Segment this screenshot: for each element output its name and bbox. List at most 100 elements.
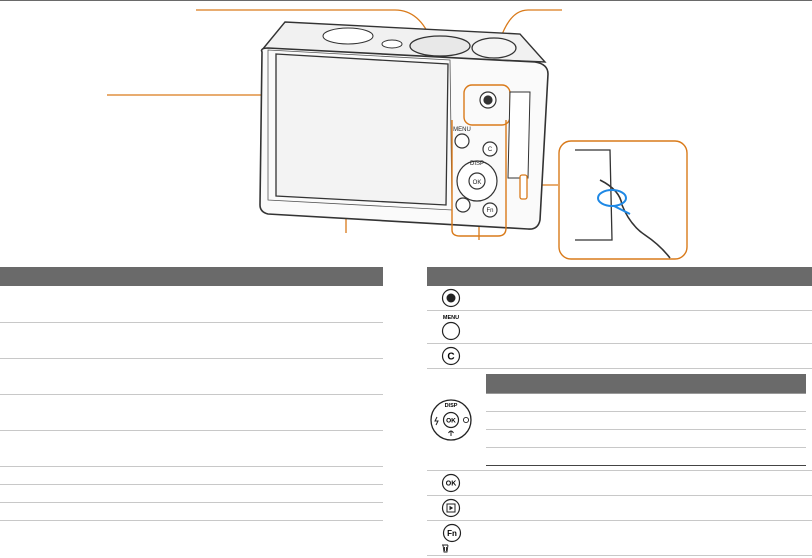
svg-text:Fn: Fn xyxy=(447,529,457,538)
cell xyxy=(0,358,57,395)
table-row: DISP OK xyxy=(427,368,812,471)
table-row xyxy=(0,502,383,521)
cell xyxy=(474,310,812,344)
inner-header-2 xyxy=(532,374,714,394)
record-dot xyxy=(483,95,493,105)
cell xyxy=(474,343,812,369)
table-row: OK xyxy=(427,470,812,496)
cell xyxy=(0,502,57,521)
cell xyxy=(486,429,532,448)
strap-eyelet xyxy=(519,174,528,200)
cell xyxy=(532,447,714,466)
inner-row xyxy=(486,429,806,448)
inner-header-1 xyxy=(486,374,532,394)
cell xyxy=(714,393,806,412)
strap-inset xyxy=(558,140,688,260)
table-row xyxy=(0,322,383,359)
table-row: C xyxy=(427,343,812,369)
menu-text: MENU xyxy=(453,127,471,133)
camera-illustration: MENU DISP OK C Fn xyxy=(107,9,688,260)
cell xyxy=(714,447,806,466)
playback-button-icon xyxy=(441,498,460,518)
highlight-buttons xyxy=(451,120,507,237)
menu-button-icon: MENU xyxy=(441,315,460,341)
svg-text:C: C xyxy=(447,352,454,363)
cell xyxy=(57,466,383,485)
svg-text:OK: OK xyxy=(446,417,456,424)
fn-button-icon: Fn xyxy=(441,523,461,553)
cell xyxy=(474,520,812,556)
c-button-icon: C xyxy=(441,346,460,366)
power-button xyxy=(381,39,403,49)
left-col-header-2 xyxy=(57,267,383,286)
cell xyxy=(480,369,806,370)
svg-text:OK: OK xyxy=(445,481,456,488)
inner-header-3 xyxy=(714,374,806,394)
inner-table xyxy=(486,374,806,466)
navigation-pad-icon: DISP OK xyxy=(429,398,472,441)
cell xyxy=(57,502,383,521)
right-col-header-1 xyxy=(427,267,474,286)
cell xyxy=(532,393,714,412)
inner-row xyxy=(486,411,806,430)
table-row xyxy=(427,286,812,311)
cell xyxy=(0,430,57,467)
cell xyxy=(474,495,812,521)
cell xyxy=(57,484,383,503)
inset-body xyxy=(575,149,613,241)
cell xyxy=(486,393,532,412)
record-button-icon xyxy=(441,288,460,308)
ok-button xyxy=(468,172,486,190)
table-row xyxy=(0,358,383,395)
disp-text: DISP xyxy=(470,161,484,167)
cell xyxy=(474,286,812,311)
c-text: C xyxy=(488,147,493,153)
inset-strap xyxy=(599,179,671,259)
playback-button xyxy=(455,197,471,213)
table-row xyxy=(0,484,383,503)
cell xyxy=(714,429,806,448)
flash-bump xyxy=(322,27,374,45)
cell xyxy=(57,358,383,395)
cell xyxy=(486,411,532,430)
inner-row xyxy=(486,447,806,466)
cell xyxy=(714,411,806,430)
cell xyxy=(57,322,383,359)
top-rule xyxy=(0,0,812,1)
c-button xyxy=(482,141,498,157)
cell xyxy=(0,286,57,323)
shutter-button xyxy=(471,37,517,59)
inner-row xyxy=(486,393,806,412)
cell xyxy=(0,466,57,485)
cell xyxy=(532,411,714,430)
cell xyxy=(0,484,57,503)
table-row: Fn xyxy=(427,520,812,556)
table-row xyxy=(0,466,383,485)
cell xyxy=(486,447,532,466)
cell xyxy=(0,394,57,431)
svg-text:DISP: DISP xyxy=(444,403,457,409)
left-col-header-1 xyxy=(0,267,57,286)
cell xyxy=(0,322,57,359)
cell xyxy=(532,429,714,448)
table-row xyxy=(427,495,812,521)
table-row xyxy=(0,286,383,323)
cell xyxy=(474,470,812,496)
cell xyxy=(57,430,383,467)
mode-dial xyxy=(409,35,471,57)
cell xyxy=(57,394,383,431)
svg-text:MENU: MENU xyxy=(442,315,458,321)
cell xyxy=(57,286,383,323)
table-row: MENU xyxy=(427,310,812,344)
left-spec-table xyxy=(0,267,383,521)
ok-button-icon: OK xyxy=(441,473,460,493)
right-col-header-2 xyxy=(474,267,812,286)
inset-arrow-loop xyxy=(597,189,627,207)
fn-button xyxy=(482,202,498,218)
right-spec-table: MENU C DISP OK xyxy=(427,267,812,556)
ok-text: OK xyxy=(473,180,482,186)
inset-arrow xyxy=(613,205,631,215)
table-row xyxy=(0,430,383,467)
table-row xyxy=(0,394,383,431)
lcd-screen xyxy=(275,53,449,206)
